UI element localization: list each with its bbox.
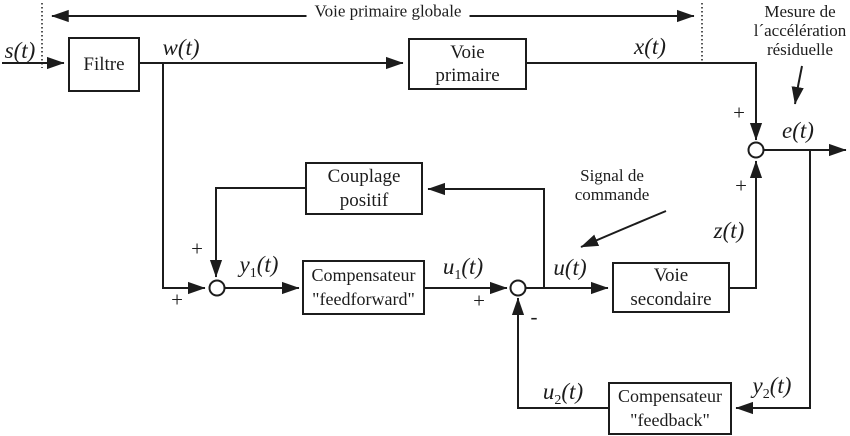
annotation-command-signal: Signal de commande (575, 166, 650, 204)
annotation-residual-measure-l1: Mesure de (764, 2, 836, 21)
block-filter-label: Filtre (83, 53, 125, 75)
measure-pointer-arrow (791, 65, 804, 105)
sign-error-bottom-plus: + (735, 173, 747, 198)
sign-y1-top-plus: + (191, 236, 203, 261)
signal-label-z: z(t) (713, 218, 745, 243)
block-secondary-path-label-2: secondaire (630, 288, 712, 310)
block-secondary-path-label-1: Voie (653, 265, 689, 287)
block-primary-path-label-1: Voie (450, 41, 485, 63)
block-filter: Filtre (68, 37, 140, 92)
signal-label-y1: y1(t) (239, 252, 279, 281)
block-primary-path: Voie primaire (408, 38, 527, 90)
block-feedforward-label-1: Compensateur (311, 265, 416, 286)
block-feedforward-compensator: Compensateur "feedforward" (302, 260, 425, 315)
annotation-residual-measure: Mesure de l´accélération résiduelle (754, 2, 847, 59)
primary-output-line (527, 62, 763, 141)
annotation-residual-measure-l2: l´accélération (753, 21, 847, 41)
block-positive-coupling: Couplage positif (305, 162, 423, 215)
command-pointer-arrow (580, 210, 667, 248)
z-line (730, 160, 763, 289)
block-feedback-label-1: Compensateur (618, 386, 722, 407)
signal-label-e: e(t) (782, 118, 814, 143)
signal-label-u1: u1(t) (442, 254, 484, 283)
y2-feedback-line (735, 150, 811, 415)
block-positive-coupling-label-1: Couplage (327, 166, 401, 188)
signal-label-s: s(t) (4, 38, 36, 63)
annotation-command-signal-l1: Signal de (580, 166, 644, 185)
signal-label-x: x(t) (634, 34, 666, 59)
sum-junction-u (509, 279, 527, 297)
signal-label-y2: y2(t) (752, 373, 792, 402)
w-branch-line (162, 63, 206, 295)
signal-label-u2: u2(t) (542, 379, 584, 408)
block-feedback-label-2: "feedback" (630, 409, 710, 430)
signal-label-w: w(t) (162, 35, 200, 60)
block-secondary-path: Voie secondaire (612, 262, 730, 313)
sign-y1-left-plus: + (171, 287, 183, 312)
sign-error-top-plus: + (733, 100, 745, 125)
annotation-command-signal-l2: commande (574, 185, 650, 205)
signal-label-u: u(t) (553, 255, 587, 280)
sum-junction-y1 (208, 279, 226, 297)
u2-feedback-output-line (511, 297, 608, 409)
sign-u-bottom-minus: - (530, 304, 538, 329)
annotation-global-primary-path: Voie primaire globale (306, 1, 470, 21)
block-feedback-compensator: Compensateur "feedback" (608, 382, 732, 435)
sign-u-left-plus: + (473, 288, 485, 313)
block-feedforward-label-2: "feedforward" (312, 288, 415, 309)
sum-junction-error (747, 141, 765, 159)
coupling-output-line (209, 187, 305, 278)
block-primary-path-label-2: primaire (435, 65, 500, 86)
coupling-input-branch-line (427, 182, 545, 288)
annotation-residual-measure-l3: résiduelle (766, 40, 834, 60)
block-positive-coupling-label-2: positif (339, 189, 389, 211)
